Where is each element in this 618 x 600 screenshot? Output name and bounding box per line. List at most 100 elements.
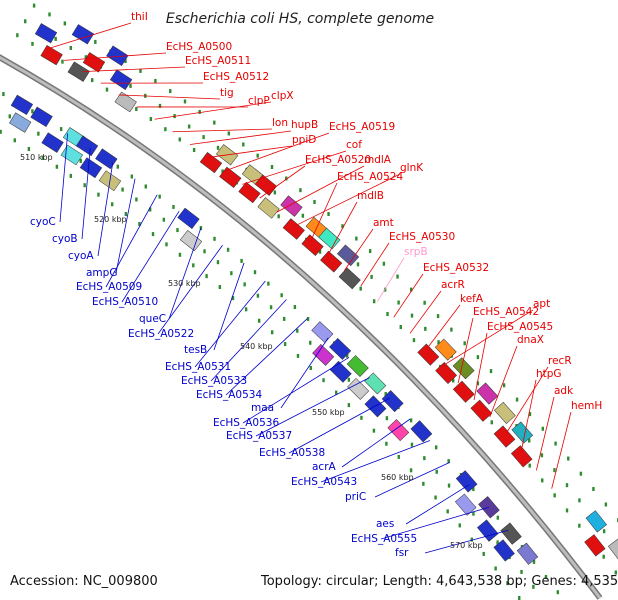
gene-block xyxy=(347,377,370,400)
blue-leader-line xyxy=(374,461,450,498)
guide-dash xyxy=(187,124,191,129)
guide-dash xyxy=(602,554,605,559)
gene-block xyxy=(493,425,516,448)
red-gene-label: EcHS_A0512 xyxy=(203,71,269,83)
gene-block xyxy=(452,357,475,380)
blue-gene-label: queC xyxy=(139,313,166,325)
guide-dash xyxy=(296,328,299,333)
gene-block xyxy=(282,218,305,240)
guide-dash xyxy=(183,99,187,104)
guide-dash xyxy=(482,551,485,556)
guide-dash xyxy=(121,187,124,192)
gene-block xyxy=(454,493,477,516)
guide-dash xyxy=(69,45,72,50)
red-gene-label: ppiD xyxy=(292,134,316,146)
blue-leader-line xyxy=(380,506,490,540)
guide-dash xyxy=(240,258,243,263)
guide-dash xyxy=(313,200,316,205)
gene-block xyxy=(312,344,335,366)
red-gene-label: EcHS_A0520 xyxy=(305,154,371,166)
red-leader-line xyxy=(425,304,461,350)
blue-leader-line xyxy=(341,418,411,468)
red-gene-label: kefA xyxy=(460,293,484,305)
gene-block xyxy=(500,522,522,545)
guide-dash xyxy=(135,107,138,112)
guide-dash xyxy=(396,274,399,279)
blue-leader-line xyxy=(121,210,180,303)
red-leader-line xyxy=(64,52,167,61)
guide-dash xyxy=(84,55,88,60)
gene-block xyxy=(607,538,618,561)
guide-dash xyxy=(158,103,162,108)
guide-dash xyxy=(124,59,127,64)
guide-dash xyxy=(322,378,325,383)
gene-block xyxy=(40,45,63,66)
gene-block xyxy=(301,234,324,256)
red-leader-line xyxy=(190,130,292,145)
red-gene-label: htpG xyxy=(536,368,562,380)
guide-dash xyxy=(544,574,548,579)
guide-dash xyxy=(422,481,425,486)
gene-block xyxy=(257,197,280,219)
blue-leader-line xyxy=(210,299,287,382)
red-leader-line xyxy=(276,165,365,213)
gene-block xyxy=(493,539,515,562)
red-gene-label: cof xyxy=(346,139,362,151)
guide-dash xyxy=(556,590,560,595)
guide-dash xyxy=(565,483,569,488)
guide-dash xyxy=(144,184,147,189)
topology-value: circular xyxy=(325,574,375,589)
guide-dash xyxy=(205,274,208,279)
guide-dash xyxy=(502,383,506,388)
gene-block xyxy=(34,23,58,44)
guide-dash xyxy=(13,138,16,143)
gene-block xyxy=(9,112,32,133)
blue-gene-label: tesB xyxy=(184,344,207,356)
guide-dash xyxy=(410,313,414,318)
guide-dash xyxy=(116,164,120,169)
accession-line: Accession: NC_009800 xyxy=(10,574,158,589)
gene-block xyxy=(106,45,129,67)
kbp-tick-label: 560 kbp xyxy=(381,473,414,482)
red-leader-line xyxy=(118,94,221,100)
guide-dash xyxy=(79,158,82,163)
guide-dash xyxy=(385,441,388,446)
gene-block xyxy=(434,338,457,361)
guide-dash xyxy=(54,36,57,41)
guide-dash xyxy=(63,21,67,26)
guide-dash xyxy=(412,338,416,343)
guide-dash xyxy=(383,287,387,292)
gene-block xyxy=(67,61,90,82)
gene-block xyxy=(238,181,261,204)
guide-dash xyxy=(382,261,386,266)
red-leader-line xyxy=(172,128,273,133)
guide-dash xyxy=(202,135,205,140)
guide-dash xyxy=(59,127,63,132)
guide-dash xyxy=(221,169,224,174)
kbp-tick-label: 570 kbp xyxy=(450,541,483,550)
guide-dash xyxy=(520,569,523,574)
blue-gene-label: aes xyxy=(376,518,394,530)
guide-dash xyxy=(172,204,175,209)
gene-block xyxy=(199,151,223,174)
guide-dash xyxy=(347,403,351,408)
gene-block xyxy=(585,510,607,533)
guide-dash xyxy=(528,412,532,417)
guide-dash xyxy=(515,397,519,402)
blue-gene-label: cyoA xyxy=(68,250,94,262)
red-leader-line xyxy=(82,66,186,73)
guide-dash xyxy=(124,212,128,217)
guide-dash xyxy=(148,207,152,212)
guide-dash xyxy=(410,442,414,447)
red-leader-line xyxy=(154,101,272,120)
guide-dash xyxy=(138,221,141,226)
guide-dash xyxy=(359,286,362,291)
gene-block xyxy=(311,321,334,344)
gene-block xyxy=(417,343,440,366)
guide-dash xyxy=(476,381,480,386)
guide-dash xyxy=(164,127,167,132)
guide-dash xyxy=(176,228,179,233)
guide-dash xyxy=(409,418,413,423)
guide-dash xyxy=(257,318,261,323)
